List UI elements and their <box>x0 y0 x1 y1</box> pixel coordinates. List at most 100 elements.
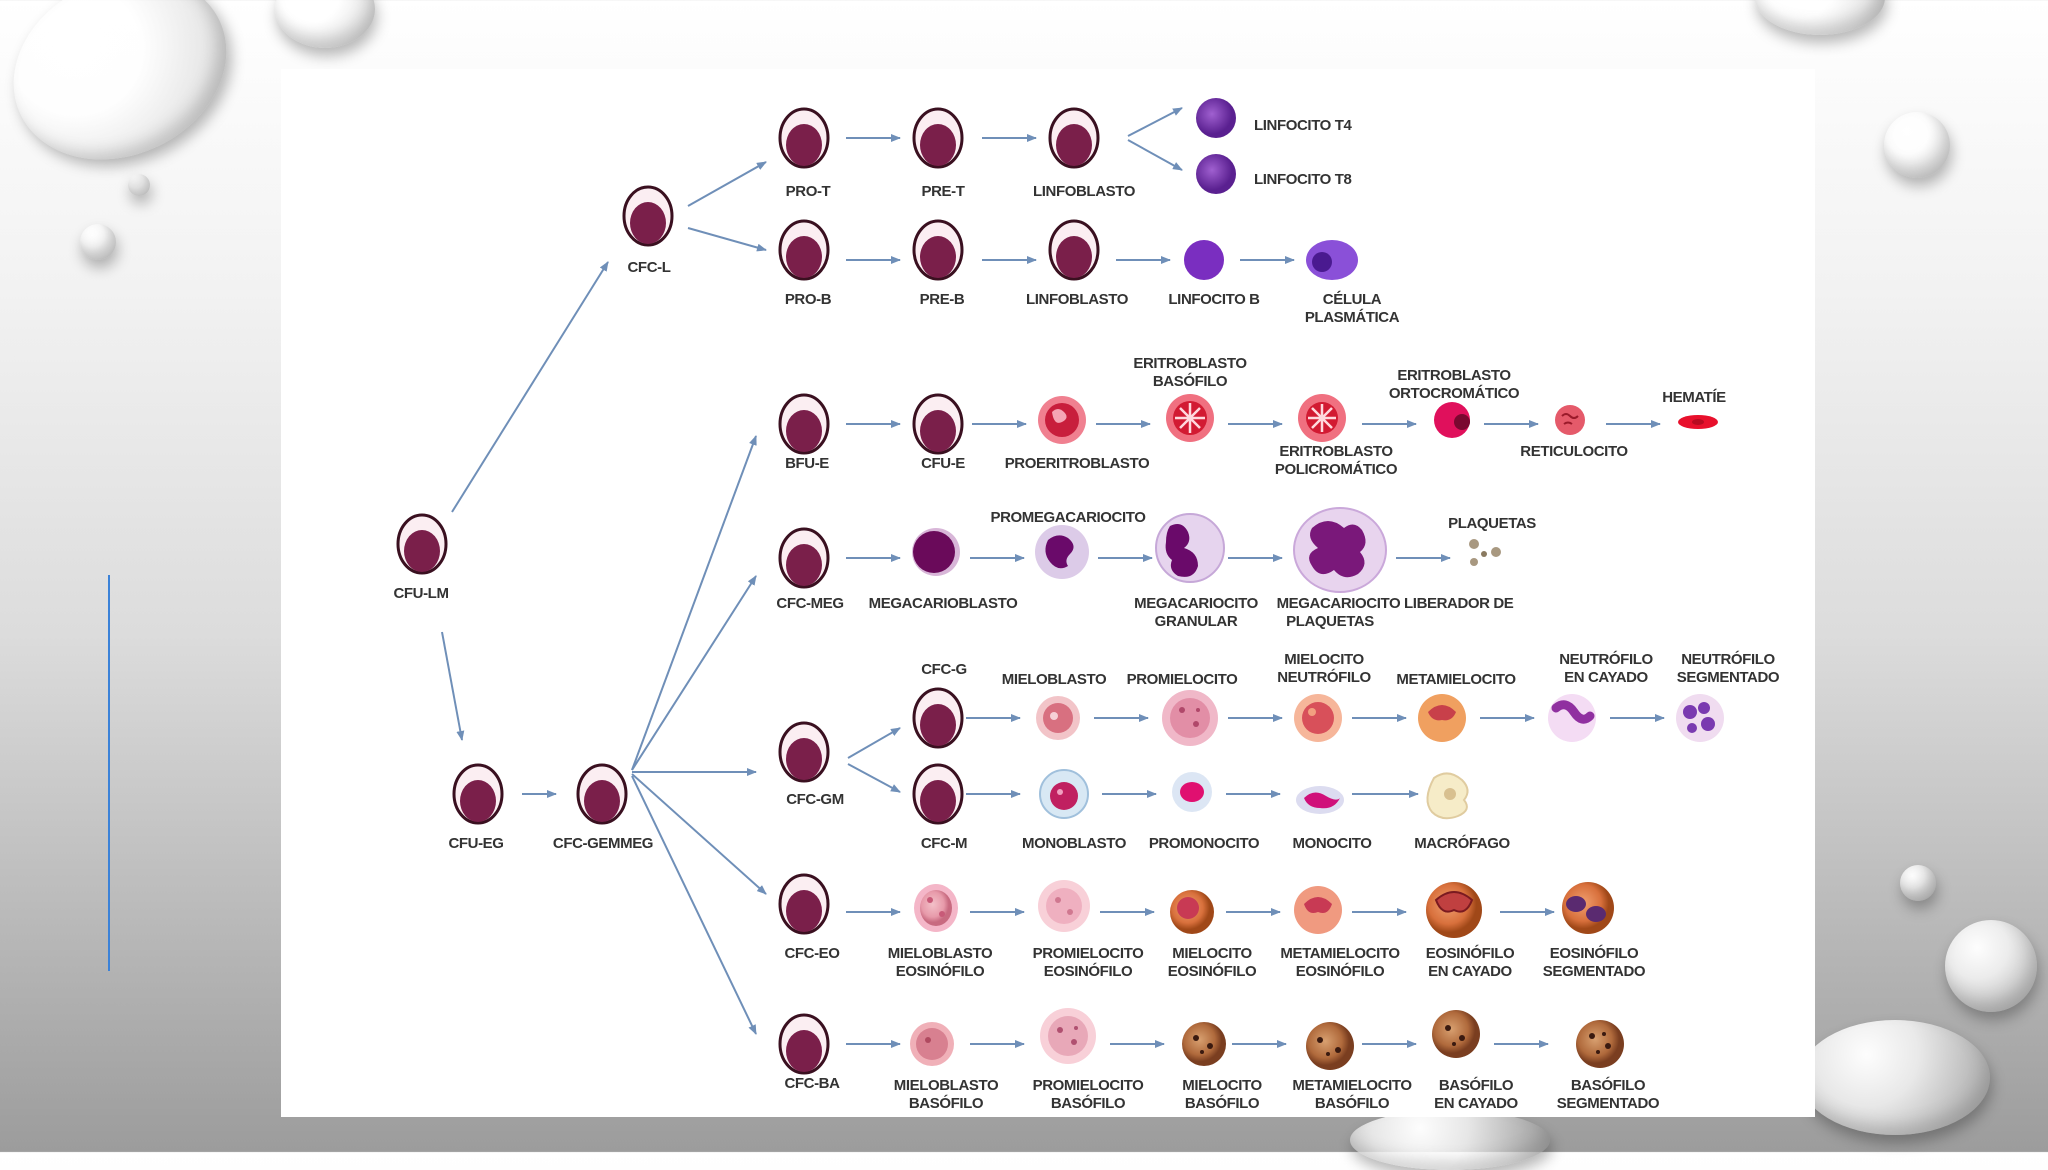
arrow-icon <box>631 575 757 771</box>
label-eritroblasto-policromatico-2: POLICROMÁTICO <box>1275 461 1398 478</box>
arrow-icon <box>631 773 767 895</box>
label-mieloblasto-basofilo-2: BASÓFILO <box>909 1094 984 1112</box>
megakaryocyte-granular-cell <box>1155 513 1225 583</box>
label-eritroblasto-policromatico-1: ERITROBLASTO <box>1279 443 1393 460</box>
neutrophil-band-cell <box>1548 694 1596 742</box>
label-monocito: MONOCITO <box>1292 835 1372 852</box>
label-mielocito-basofilo-1: MIELOCITO <box>1182 1077 1262 1094</box>
metamyelocyte-cell <box>1418 694 1466 742</box>
monocyte-cell <box>1296 786 1344 814</box>
erythroblast-polychromatic-cell <box>1298 394 1346 442</box>
label-metamielocito: METAMIELOCITO <box>1396 671 1516 688</box>
label-eritroblasto-basofilo-1: ERITROBLASTO <box>1133 355 1247 372</box>
label-promielocito-basofilo-1: PROMIELOCITO <box>1033 1077 1144 1094</box>
water-drop-decoration <box>1884 112 1950 178</box>
slide-accent-line <box>108 575 110 971</box>
label-promielocito-eosinofilo-2: EOSINÓFILO <box>1044 962 1133 980</box>
megakaryoblast-cell <box>912 528 960 576</box>
metamyelocyte-eosinophil-cell <box>1294 886 1342 934</box>
label-megacariocito-liberador-2: PLAQUETAS <box>1286 613 1374 630</box>
label-eritroblasto-basofilo-2: BASÓFILO <box>1153 372 1228 390</box>
label-cfc-eo: CFC-EO <box>784 945 840 962</box>
label-eosinofilo-segmentado-2: SEGMENTADO <box>1543 963 1646 980</box>
erythroblast-orthochromatic-cell <box>1434 402 1470 438</box>
label-megacariocito-liberador-1: MEGACARIOCITO LIBERADOR DE <box>1277 595 1514 612</box>
label-metamielocito-basofilo-2: BASÓFILO <box>1315 1094 1390 1112</box>
cell-icon <box>912 687 964 749</box>
platelets-icon <box>1469 539 1501 566</box>
label-mielocito-eosinofilo-2: EOSINÓFILO <box>1168 962 1257 980</box>
label-megacarioblasto: MEGACARIOBLASTO <box>869 595 1018 612</box>
label-cfu-lm: CFU-LM <box>393 585 448 602</box>
cell-icon <box>576 763 628 825</box>
label-cfc-ba: CFC-BA <box>784 1075 840 1092</box>
basophil-band-cell <box>1432 1010 1480 1058</box>
label-mielocito-neutrofilo-1: MIELOCITO <box>1284 651 1364 668</box>
label-mieloblasto-eosinofilo-1: MIELOBLASTO <box>888 945 993 962</box>
label-linfoblasto-t: LINFOBLASTO <box>1033 183 1136 200</box>
label-cfc-l: CFC-L <box>628 259 671 276</box>
label-eritroblasto-ortocromatico-1: ERITROBLASTO <box>1397 367 1511 384</box>
lymphocyte-t8-cell <box>1196 154 1236 194</box>
label-basofilo-cayado-1: BASÓFILO <box>1439 1076 1514 1094</box>
cell-icon <box>452 763 504 825</box>
cell-icon <box>778 393 830 455</box>
label-metamielocito-eosinofilo-1: METAMIELOCITO <box>1280 945 1400 962</box>
label-mielocito-eosinofilo-1: MIELOCITO <box>1172 945 1252 962</box>
label-linfocito-t4: LINFOCITO T4 <box>1254 117 1352 134</box>
label-neutrofilo-cayado-2: EN CAYADO <box>1564 669 1648 686</box>
cell-icon <box>912 393 964 455</box>
cell-icon <box>912 763 964 825</box>
label-linfocito-t8: LINFOCITO T8 <box>1254 171 1351 188</box>
arrow-icon <box>847 763 901 793</box>
water-drop-decoration <box>128 174 150 196</box>
label-promegacariocito: PROMEGACARIOCITO <box>991 509 1147 526</box>
lymphocyte-t4-cell <box>1196 98 1236 138</box>
label-megacariocito-granular-1: MEGACARIOCITO <box>1134 595 1258 612</box>
label-promielocito: PROMIELOCITO <box>1127 671 1238 688</box>
cell-icon <box>778 219 830 281</box>
label-macrofago: MACRÓFAGO <box>1414 834 1510 852</box>
promyelocyte-cell <box>1162 690 1218 746</box>
label-mielocito-neutrofilo-2: NEUTRÓFILO <box>1277 668 1371 686</box>
eosinophil-band-cell <box>1426 882 1482 938</box>
label-megacariocito-granular-2: GRANULAR <box>1155 613 1238 630</box>
label-proeritroblasto: PROERITROBLASTO <box>1005 455 1150 472</box>
neutrophil-segmented-cell <box>1676 694 1724 742</box>
label-reticulocito: RETICULOCITO <box>1520 443 1628 460</box>
cell-icon <box>778 873 830 935</box>
water-drop-decoration <box>1800 1020 1990 1135</box>
label-monoblasto: MONOBLASTO <box>1022 835 1127 852</box>
water-drop-decoration <box>275 0 375 48</box>
promyelocyte-eosinophil-cell <box>1038 880 1090 932</box>
cell-icon <box>778 1013 830 1075</box>
cell-icon <box>778 721 830 783</box>
label-neutrofilo-segmentado-1: NEUTRÓFILO <box>1681 650 1775 668</box>
label-pro-b: PRO-B <box>785 291 832 308</box>
arrow-icon <box>687 227 767 252</box>
label-eosinofilo-cayado-1: EOSINÓFILO <box>1426 944 1515 962</box>
eosinophil-segmented-cell <box>1562 882 1614 934</box>
label-mieloblasto-eosinofilo-2: EOSINÓFILO <box>896 962 985 980</box>
megakaryocyte-platelet-releasing-cell <box>1293 507 1387 593</box>
label-pro-t: PRO-T <box>786 183 831 200</box>
proerythroblast-cell <box>1038 396 1086 444</box>
label-hematie: HEMATÍE <box>1662 389 1726 406</box>
myeloblast-eosinophil-cell <box>914 884 958 932</box>
label-plasmatica: PLASMÁTICA <box>1305 309 1400 326</box>
label-cfc-meg: CFC-MEG <box>776 595 843 612</box>
mature-cells <box>910 98 1724 1070</box>
arrow-icon <box>1127 107 1183 137</box>
label-bfu-e: BFU-E <box>785 455 829 472</box>
label-eosinofilo-cayado-2: EN CAYADO <box>1428 963 1512 980</box>
cell-icon <box>1048 219 1100 281</box>
myelocyte-basophil-cell <box>1182 1022 1226 1066</box>
myelocyte-neutrophil-cell <box>1294 694 1342 742</box>
promyelocyte-basophil-cell <box>1040 1008 1096 1064</box>
label-basofilo-segmentado-1: BASÓFILO <box>1571 1076 1646 1094</box>
label-cfu-eg: CFU-EG <box>448 835 503 852</box>
arrow-icon <box>1127 139 1183 171</box>
label-linfocito-b: LINFOCITO B <box>1168 291 1260 308</box>
cell-icon <box>912 219 964 281</box>
water-drop-decoration <box>1945 920 2037 1012</box>
